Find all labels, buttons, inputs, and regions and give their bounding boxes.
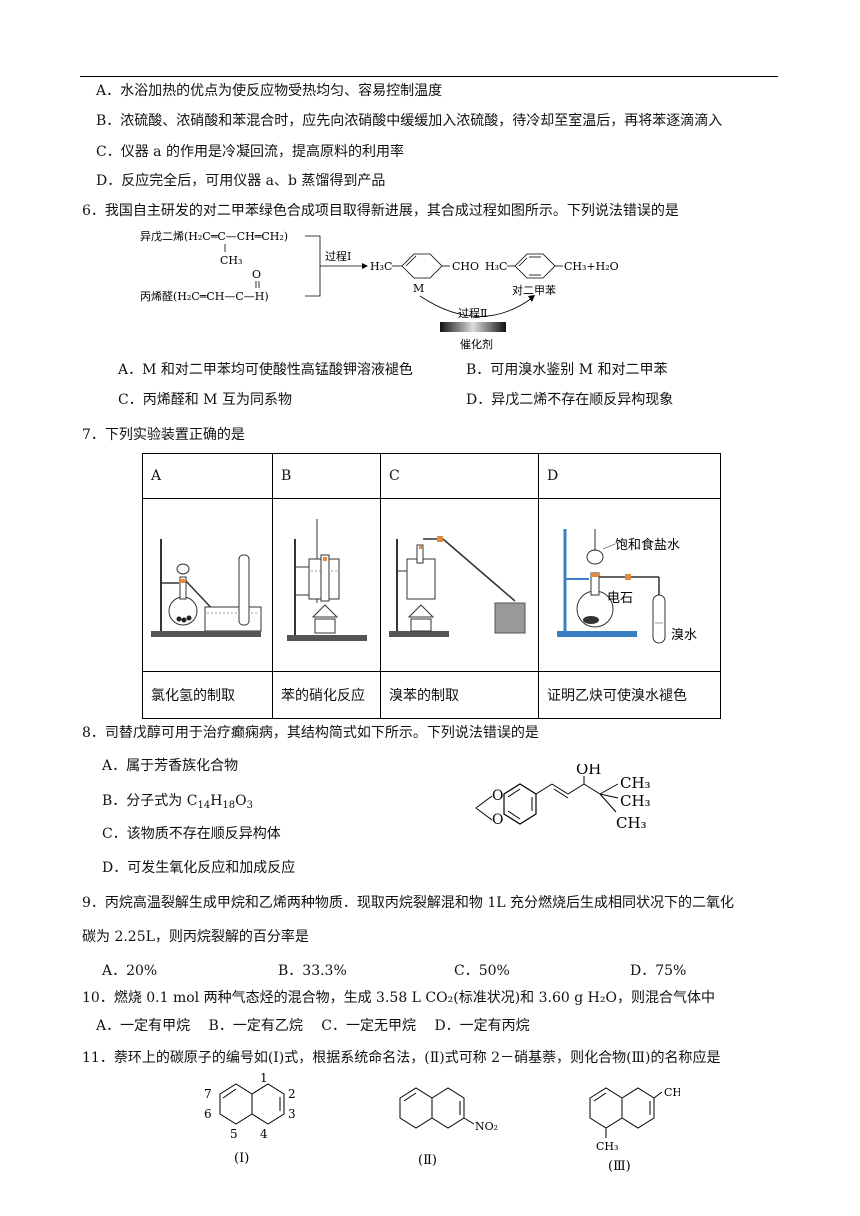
process1-label: 过程Ⅰ <box>325 250 351 263</box>
carbide-label: 电石 <box>607 591 633 606</box>
col-a-header: A <box>142 453 273 499</box>
process2-label: 过程Ⅱ <box>458 307 487 320</box>
methyl-2: CH₃ <box>620 792 651 810</box>
col-b-header: B <box>272 453 381 499</box>
col-c-header: C <box>380 453 539 499</box>
stiripentol-structure: O O OH CH₃ CH₃ CH₃ <box>475 764 651 832</box>
caption-d: 证明乙炔可使溴水褪色 <box>538 671 721 719</box>
methyl-3: CH₃ <box>616 814 647 832</box>
svg-text:3: 3 <box>288 1107 296 1121</box>
q9-option-a: A．20% <box>102 963 158 979</box>
structure-iii: CH₃ CH₃ (Ⅲ) <box>589 1086 680 1174</box>
catalyst-bar <box>440 322 506 332</box>
q9-option-c: C．50% <box>454 963 510 979</box>
svg-text:6: 6 <box>204 1107 212 1121</box>
acetylene-apparatus-drawing: 饱和食盐水 电石 溴水 <box>557 529 697 644</box>
header-rule <box>80 76 778 77</box>
label-i: (Ⅰ) <box>234 1151 249 1166</box>
col-d-header: D <box>538 453 721 499</box>
pxylene-label: 对二甲苯 <box>512 283 556 297</box>
hydroxyl-label: OH <box>576 764 601 778</box>
m-left-group: H₃C <box>370 260 392 273</box>
m-right-group: CHO <box>452 260 479 273</box>
q10-options: A．一定有甲烷 B．一定有乙烷 C．一定无甲烷 D．一定有丙烷 <box>96 1018 530 1034</box>
q6-stem: 6．我国自主研发的对二甲苯绿色合成项目取得新进展，其合成过程如图所示。下列说法错… <box>82 203 679 219</box>
methyl-top-label: CH₃ <box>664 1086 680 1099</box>
naphthalene-structures: 1 2 3 4 5 6 7 (Ⅰ) NO₂ (Ⅱ) CH₃ CH₃ (Ⅲ) <box>204 1072 680 1174</box>
q9-option-d: D．75% <box>630 963 687 979</box>
svg-text:5: 5 <box>230 1127 238 1141</box>
q6-option-a: A．M 和对二甲苯均可使酸性高锰酸钾溶液褪色 <box>118 362 413 378</box>
hcl-apparatus-drawing <box>151 539 262 637</box>
isoprene-label: 异戊二烯(H₂C═C—CH═CH₂) <box>140 230 288 243</box>
label-ii: (Ⅱ) <box>418 1153 437 1168</box>
q8-option-c: C．该物质不存在顺反异构体 <box>102 826 281 842</box>
q5-option-b: B．浓硫酸、浓硝酸和苯混合时，应先向浓硝酸中缓缓加入浓硫酸，待冷却至室温后，再将… <box>96 113 723 129</box>
pxylene-left-group: H₃C <box>485 260 507 273</box>
q5-option-c: C．仪器 a 的作用是冷凝回流，提高原料的利用率 <box>96 144 404 160</box>
apparatus-c <box>380 498 539 672</box>
q6-option-c: C．丙烯醛和 M 互为同系物 <box>118 392 292 408</box>
q10-stem: 10．燃烧 0.1 mol 两种气态烃的混合物，生成 3.58 L CO₂(标准… <box>82 990 715 1006</box>
q6-synthesis-diagram: 异戊二烯(H₂C═C—CH═CH₂) CH₃ O 丙烯醛(H₂C═CH—C—H)… <box>140 230 619 351</box>
methyl-bottom-label: CH₃ <box>596 1140 618 1153</box>
caption-c: 溴苯的制取 <box>380 671 539 719</box>
acrolein-oxygen: O <box>252 268 261 281</box>
q6-option-d: D．异戊二烯不存在顺反异构现象 <box>466 392 674 408</box>
svg-text:1: 1 <box>260 1072 268 1085</box>
q8-option-d: D．可发生氧化反应和加成反应 <box>102 860 296 876</box>
catalyst-label: 催化剂 <box>460 337 493 351</box>
apparatus-d: 饱和食盐水 电石 溴水 <box>538 498 721 672</box>
isoprene-ch3: CH₃ <box>220 254 242 267</box>
q6-option-b: B．可用溴水鉴别 M 和对二甲苯 <box>466 362 668 378</box>
q8-option-b: B．分子式为 C14H18O3 <box>102 793 253 811</box>
svg-text:2: 2 <box>288 1087 296 1101</box>
bromine-water-label: 溴水 <box>671 628 697 643</box>
q11-stem: 11．萘环上的碳原子的编号如(Ⅰ)式，根据系统命名法，(Ⅱ)式可称 2－硝基萘，… <box>82 1050 721 1066</box>
q9-stem-line1: 9．丙烷高温裂解生成甲烷和乙烯两种物质．现取丙烷裂解混和物 1L 充分燃烧后生成… <box>82 895 735 911</box>
q9-stem-line2: 碳为 2.25L，则丙烷裂解的百分率是 <box>82 929 309 945</box>
q8-stem: 8．司替戊醇可用于治疗癫痫病，其结构简式如下所示。下列说法错误的是 <box>82 725 539 741</box>
caption-a: 氯化氢的制取 <box>142 671 273 719</box>
structure-i: 1 2 3 4 5 6 7 (Ⅰ) <box>204 1072 296 1166</box>
nitro-label: NO₂ <box>475 1120 498 1133</box>
q9-option-b: B．33.3% <box>278 963 347 979</box>
apparatus-b <box>272 498 381 672</box>
pxylene-right-group: CH₃+H₂O <box>564 260 619 273</box>
ring-oxygen-1: O <box>492 788 503 804</box>
label-iii: (Ⅲ) <box>608 1159 631 1174</box>
m-label: M <box>413 282 424 295</box>
nitration-apparatus-drawing <box>287 519 367 641</box>
q5-option-d: D．反应完全后，可用仪器 a、b 蒸馏得到产品 <box>96 173 386 189</box>
structure-ii: NO₂ (Ⅱ) <box>399 1087 498 1168</box>
svg-text:7: 7 <box>204 1087 212 1101</box>
q5-option-a: A．水浴加热的优点为使反应物受热均匀、容易控制温度 <box>96 83 443 99</box>
q7-stem: 7．下列实验装置正确的是 <box>82 427 245 443</box>
acrolein-label: 丙烯醛(H₂C═CH—C—H) <box>140 289 269 303</box>
apparatus-a <box>142 498 273 672</box>
bromobenzene-apparatus-drawing <box>389 536 526 637</box>
q7-apparatus-table: A B C D <box>142 453 721 719</box>
svg-text:4: 4 <box>260 1127 268 1141</box>
ring-oxygen-2: O <box>492 812 503 828</box>
methyl-1: CH₃ <box>620 774 651 792</box>
caption-b: 苯的硝化反应 <box>272 671 381 719</box>
brine-label: 饱和食盐水 <box>615 537 680 553</box>
q8-option-a: A．属于芳香族化合物 <box>102 758 239 774</box>
